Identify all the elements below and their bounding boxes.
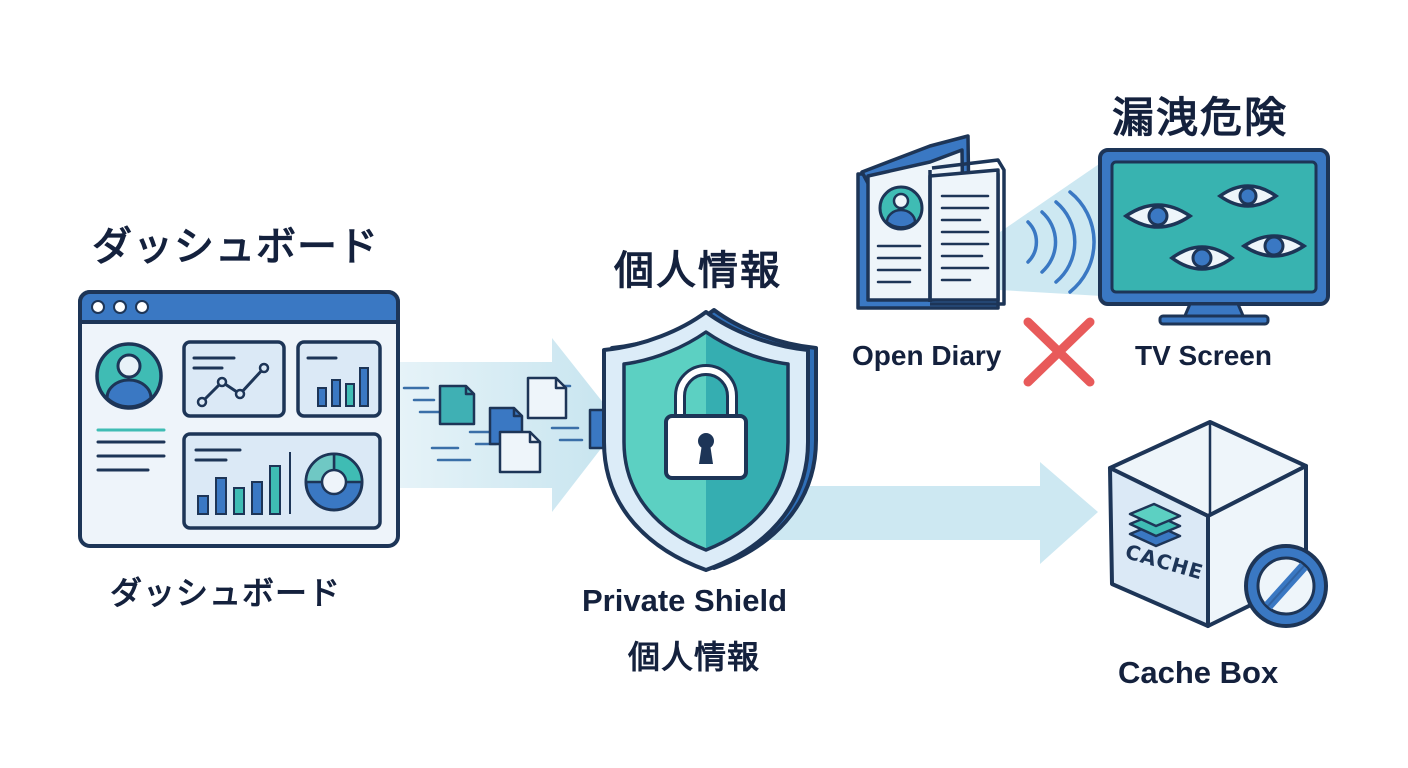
eye-icon <box>1122 203 1194 229</box>
eye-icon <box>1216 184 1280 208</box>
personal-info-caption: 個人情報 <box>628 638 761 676</box>
profile-text-lines <box>96 428 166 472</box>
cross-icon <box>1023 317 1095 387</box>
bar-chart-icon <box>296 340 382 418</box>
leak-danger-title: 漏洩危険 <box>1112 93 1289 142</box>
layers-icon <box>1128 502 1182 548</box>
exposure-beam <box>1000 162 1102 296</box>
eye-icon <box>1240 234 1308 258</box>
diary-text-lines <box>876 194 990 284</box>
signal-waves-icon <box>1026 190 1096 294</box>
tv-screen-caption: TV Screen <box>1135 340 1272 371</box>
tv-monitor-icon <box>1098 148 1330 326</box>
user-avatar-icon <box>95 342 163 410</box>
document-icon <box>498 430 542 474</box>
cache-box-caption: Cache Box <box>1118 655 1279 690</box>
user-avatar-icon <box>878 185 924 231</box>
flow-arrow-shield-to-cache <box>770 462 1098 564</box>
eye-icon <box>1169 245 1235 271</box>
box-icon <box>1108 420 1308 628</box>
dashboard-caption: ダッシュボード <box>110 574 342 612</box>
personal-info-title: 個人情報 <box>614 248 782 294</box>
document-icon <box>526 376 568 420</box>
line-chart-icon <box>182 340 286 418</box>
open-diary-caption: Open Diary <box>852 340 1002 371</box>
document-icon <box>438 384 476 426</box>
private-shield-caption: Private Shield <box>582 583 788 618</box>
donut-chart-icon <box>304 452 364 512</box>
dashboard-title: ダッシュボード <box>92 224 379 270</box>
prohibited-icon <box>1244 544 1328 628</box>
padlock-icon <box>664 364 748 480</box>
